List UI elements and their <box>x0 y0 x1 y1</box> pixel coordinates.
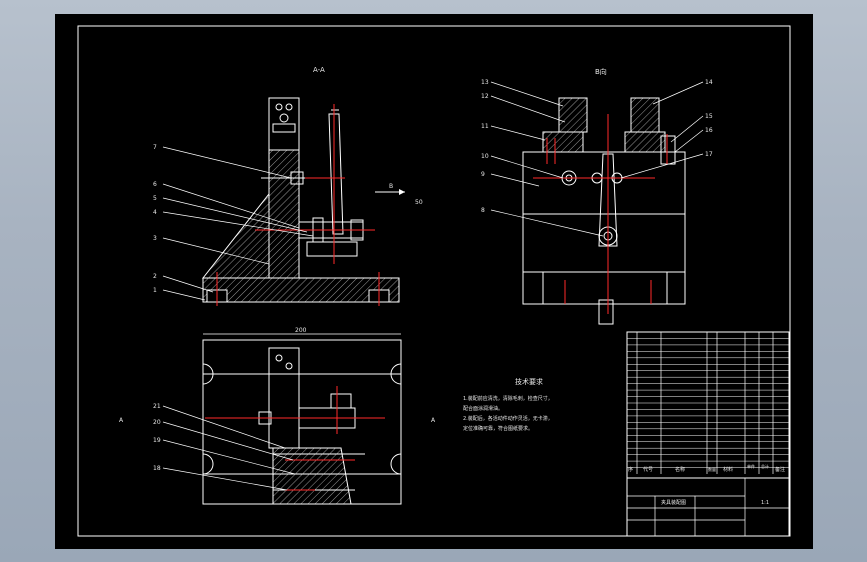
balloon: 12 <box>481 93 489 100</box>
slot <box>272 123 296 133</box>
screw-head <box>275 103 283 111</box>
balloon: 15 <box>705 113 713 120</box>
balloon: 8 <box>481 207 485 214</box>
bom-header-single: 单件 <box>747 463 755 469</box>
top-block-left <box>542 131 584 153</box>
bom-header-remarks: 备注 <box>775 466 785 473</box>
tech-req-line: 配合面涂润滑油。 <box>463 405 503 412</box>
bom-header-code: 代号 <box>643 466 653 473</box>
rib <box>201 192 270 279</box>
tech-req-line: 定位准确可靠，符合图纸要求。 <box>463 425 533 432</box>
drawing-name: 夹具装配图 <box>661 499 686 506</box>
top-column <box>268 347 300 449</box>
tech-req-line: 2.装配后，各活动件动作灵活，无卡滞， <box>463 415 553 422</box>
balloon: 3 <box>153 235 157 242</box>
top-block-right <box>624 131 666 153</box>
column-top-block <box>268 97 300 151</box>
bom-header-name: 名称 <box>675 466 685 473</box>
balloon: 13 <box>481 79 489 86</box>
balloon: 18 <box>153 465 161 472</box>
tech-requirements: 技术要求 1.装配前应清洗，清除毛刺，检查尺寸， 配合面涂润滑油。 2.装配后，… <box>463 377 553 432</box>
side-dim: 50 <box>415 199 423 206</box>
bom-table <box>626 331 790 537</box>
bom-header-material: 材料 <box>723 466 733 473</box>
balloon: 6 <box>153 181 157 188</box>
support-block <box>306 241 358 257</box>
view-b-lever <box>598 153 618 247</box>
scale: 1:1 <box>761 500 769 506</box>
pin <box>598 299 614 325</box>
screw-head <box>279 113 289 123</box>
bom-header-seq: 序 <box>628 466 633 473</box>
drawing-frame <box>77 25 791 537</box>
tech-req-title: 技术要求 <box>515 377 543 386</box>
section-mark-left: A <box>119 417 124 424</box>
balloon: 9 <box>481 171 485 178</box>
title-block: 序 代号 名称 数量 材料 单件 总计 备注 1:1 夹具装配图 <box>626 331 790 537</box>
bom-header-qty: 数量 <box>708 466 716 472</box>
balloon: 17 <box>705 151 713 158</box>
view-arrow-label: B <box>389 183 393 190</box>
top-hatch-block <box>272 447 352 505</box>
screw-head <box>285 103 293 111</box>
tech-req-line: 1.装配前应清洗，清除毛刺，检查尺寸， <box>463 395 553 402</box>
balloon: 7 <box>153 144 157 151</box>
view-b: B向 <box>481 67 713 325</box>
balloon: 14 <box>705 79 713 86</box>
top-dim-width: 200 <box>295 327 307 334</box>
section-mark-right: A <box>431 417 436 424</box>
balloon: 16 <box>705 127 713 134</box>
balloon: 4 <box>153 209 157 216</box>
balloon: 19 <box>153 437 161 444</box>
section-view-aa: A-A B 50 <box>153 66 423 306</box>
balloon: 10 <box>481 153 489 160</box>
clamp-lever <box>328 113 344 235</box>
view-b-label: B向 <box>595 67 607 76</box>
balloon: 1 <box>153 287 157 294</box>
balloon: 5 <box>153 195 157 202</box>
cad-drawing: A-A B 50 <box>77 25 791 537</box>
base-plate <box>202 277 400 303</box>
clamp-jaw-left <box>558 97 588 133</box>
balloon: 2 <box>153 273 157 280</box>
bom-header-total: 总计 <box>761 463 769 469</box>
section-label: A-A <box>313 66 325 74</box>
column <box>268 149 300 279</box>
drawing-sheet: A-A B 50 <box>55 14 813 549</box>
top-view: 200 A A 21 20 19 18 <box>119 327 436 505</box>
balloon: 11 <box>481 123 489 130</box>
balloon: 20 <box>153 419 161 426</box>
balloon: 21 <box>153 403 161 410</box>
